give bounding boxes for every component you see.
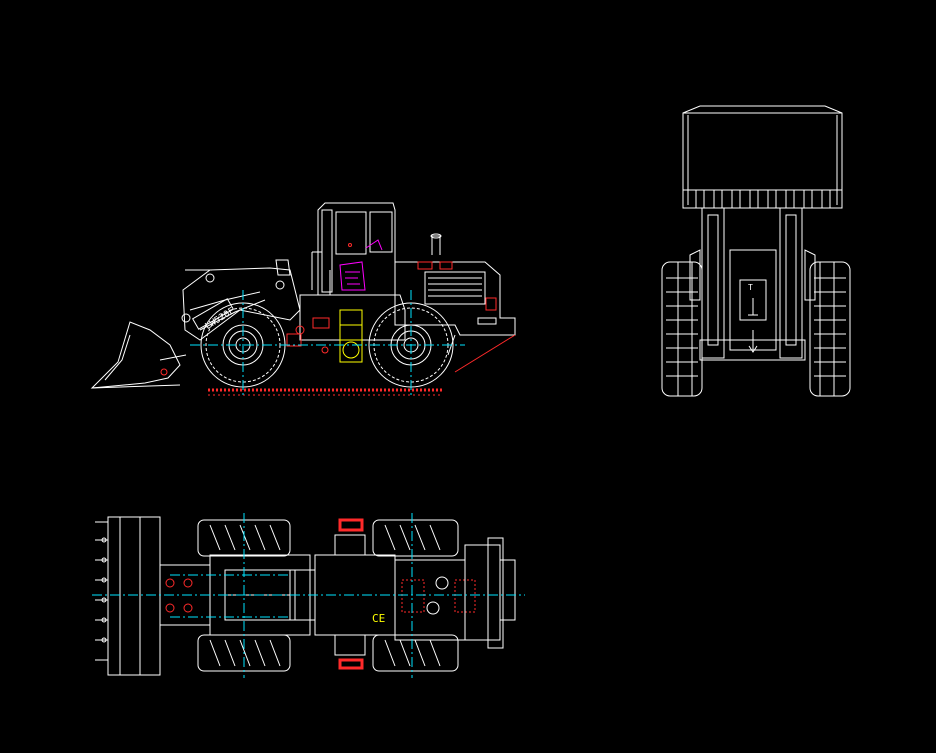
top-bucket-teeth [95, 521, 108, 661]
ground-line [208, 388, 442, 396]
side-bucket [90, 321, 187, 389]
side-centerlines [190, 290, 465, 398]
cab [311, 202, 396, 296]
front-bucket [682, 105, 843, 209]
front-left-wheel [661, 261, 703, 397]
top-rear-left-wheel [372, 519, 459, 557]
top-view: CE [92, 513, 525, 678]
front-right-wheel [809, 261, 851, 397]
rear-body [394, 233, 516, 373]
svg-text:T: T [748, 283, 753, 292]
front-view: T [661, 105, 851, 397]
frame [286, 294, 406, 363]
top-mark-label: CE [372, 612, 385, 625]
top-rear-right-wheel [372, 634, 459, 672]
front-bucket-teeth [695, 189, 831, 209]
top-centerlines [92, 513, 525, 678]
side-view: LW520F [90, 202, 516, 398]
